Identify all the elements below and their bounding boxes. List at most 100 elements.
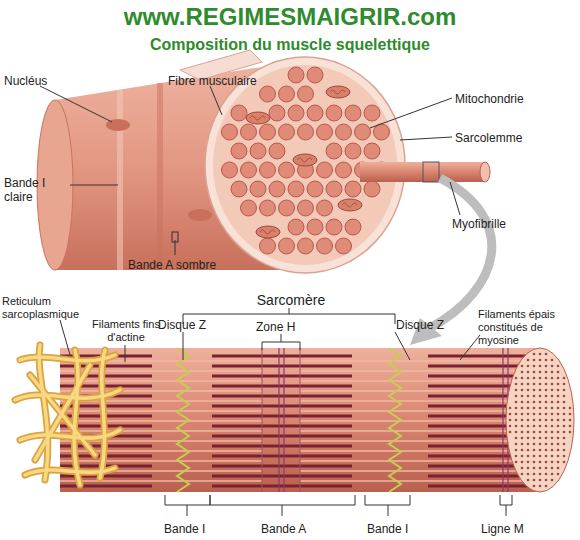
filament-dot (545, 365, 548, 368)
filament-dot (545, 359, 548, 362)
filament-dot (563, 407, 566, 410)
filament-dot (521, 419, 524, 422)
myofibril-section (307, 67, 323, 83)
myofibril-section (260, 200, 276, 216)
filament-dot (509, 407, 512, 410)
filament-dot (539, 485, 542, 488)
myofibril-section (250, 181, 266, 197)
actin-filament (60, 430, 262, 431)
filament-dot (551, 425, 554, 428)
filament-dot (557, 389, 560, 392)
myofibril-section (307, 219, 323, 235)
filament-dot (527, 479, 530, 482)
myofibril-section (345, 143, 361, 159)
zoom-box (423, 162, 439, 182)
filament-dot (533, 425, 536, 428)
actin-filament (300, 400, 530, 401)
filament-dot (545, 377, 548, 380)
filament-dot (539, 425, 542, 428)
m-line (502, 348, 503, 492)
actin-filament (300, 460, 530, 461)
filament-dot (539, 395, 542, 398)
filament-dot (545, 479, 548, 482)
filament-dot (545, 419, 548, 422)
fibre-body (55, 60, 305, 270)
myosin-filament (212, 355, 352, 358)
filament-dot (533, 449, 536, 452)
filament-dot (545, 431, 548, 434)
myosin-filament (212, 475, 352, 478)
filament-dot (515, 383, 518, 386)
reticulum (15, 345, 120, 485)
part-label: Nucléus (4, 74, 47, 88)
filament-dot (533, 419, 536, 422)
filament-dot (533, 443, 536, 446)
filament-dot (557, 431, 560, 434)
part-label: Disque Z (158, 318, 206, 332)
part-label: Zone H (256, 320, 295, 334)
filament-dot (539, 353, 542, 356)
filament-dot (563, 389, 566, 392)
filament-dot (533, 479, 536, 482)
actin-filament (300, 450, 530, 451)
myosin-filament (212, 455, 352, 458)
filament-dot (563, 437, 566, 440)
filament-dot (533, 359, 536, 362)
myofibril-section (336, 124, 352, 140)
filament-dot (533, 467, 536, 470)
filament-dot (509, 425, 512, 428)
m-line (283, 348, 284, 492)
filament-dot (527, 395, 530, 398)
part-label: Sarcomère (246, 292, 336, 308)
filament-dot (539, 383, 542, 386)
filament-dot (527, 455, 530, 458)
myofibril-section (231, 143, 247, 159)
filament-dot (539, 455, 542, 458)
myosin-filament (212, 485, 352, 488)
myofibril-section (279, 200, 295, 216)
filament-dot (527, 443, 530, 446)
filament-dot (557, 467, 560, 470)
filament-dot (551, 473, 554, 476)
myofibril-section (326, 143, 342, 159)
myofibril-section (288, 67, 304, 83)
filament-dot (521, 473, 524, 476)
myosin-filament (428, 485, 530, 488)
title: Composition du muscle squelettique (0, 36, 580, 54)
filament-dot (521, 401, 524, 404)
myofibril-sections (222, 67, 390, 254)
filament-dot (527, 425, 530, 428)
filament-dot (515, 425, 518, 428)
actin-filament (300, 480, 530, 481)
filament-dot (539, 419, 542, 422)
h-zone-edge (300, 348, 301, 492)
filament-dot (545, 473, 548, 476)
filament-dot (533, 377, 536, 380)
myofibril-section (336, 162, 352, 178)
myofibril-section (241, 162, 257, 178)
myosin-filament (60, 365, 152, 368)
actin-filament (300, 380, 530, 381)
filament-dot (563, 395, 566, 398)
myofibril-section (307, 105, 323, 121)
myofibril-section (355, 124, 371, 140)
filament-dot (545, 443, 548, 446)
myofibril-section (298, 124, 314, 140)
filament-dot (533, 395, 536, 398)
filament-dot (521, 461, 524, 464)
myosin-filament (212, 435, 352, 438)
zoom-arrow (430, 178, 492, 328)
myosin-filament (212, 365, 352, 368)
filament-dot (533, 353, 536, 356)
filament-dot (527, 413, 530, 416)
filament-dot (569, 431, 572, 434)
myofibril-section (345, 105, 361, 121)
actin-filament (300, 410, 530, 411)
filament-dot (533, 461, 536, 464)
part-label: Mitochondrie (455, 92, 524, 106)
filament-dot (551, 389, 554, 392)
actin-filament (60, 420, 262, 421)
myosin-filament (428, 475, 530, 478)
filament-dot (521, 455, 524, 458)
